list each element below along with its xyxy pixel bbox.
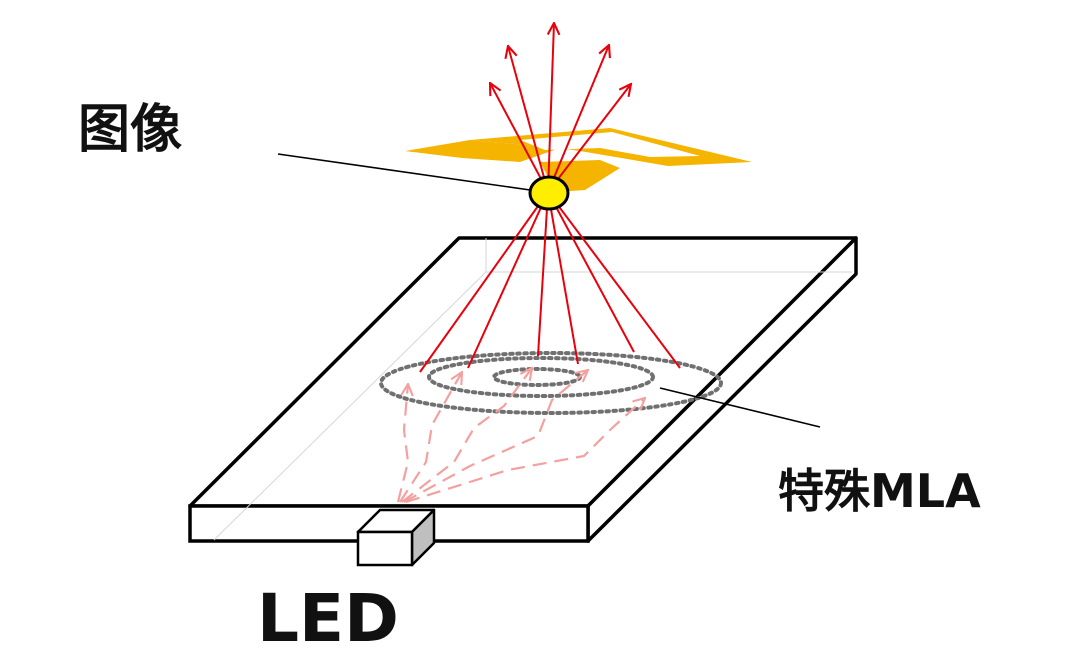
ray-arrow [547,45,609,193]
ray [467,191,549,369]
mla-label: 特殊MLA [778,464,981,518]
led-light-paths [396,368,645,504]
lens-ring-middle [427,356,655,398]
light-path [396,384,408,503]
diverging-rays [490,23,631,193]
led-block [356,508,436,567]
ray [537,191,549,357]
ray [547,191,635,353]
ray-arrow [490,83,549,193]
lens-ring-outer [379,351,723,415]
ray [419,191,549,373]
ray-arrow [548,23,554,193]
light-path [401,368,532,503]
led-label: LED [257,580,399,657]
mla-rings [379,351,723,415]
light-path [399,372,462,503]
led-front-face [356,530,414,567]
ray-arrow [508,46,549,193]
light-path [405,398,645,504]
ray-arrow [547,84,631,193]
floating-image-shape [405,128,752,192]
image-leader-line [277,153,531,191]
ray [547,191,579,365]
ray [547,191,681,369]
converging-rays [419,191,681,373]
image-label: 图像 [78,100,183,160]
panel-hidden-edge [213,271,487,541]
image-point [528,175,570,211]
light-guide-panel [188,236,858,543]
light-path [403,370,588,503]
mla-leader-line [659,387,821,428]
